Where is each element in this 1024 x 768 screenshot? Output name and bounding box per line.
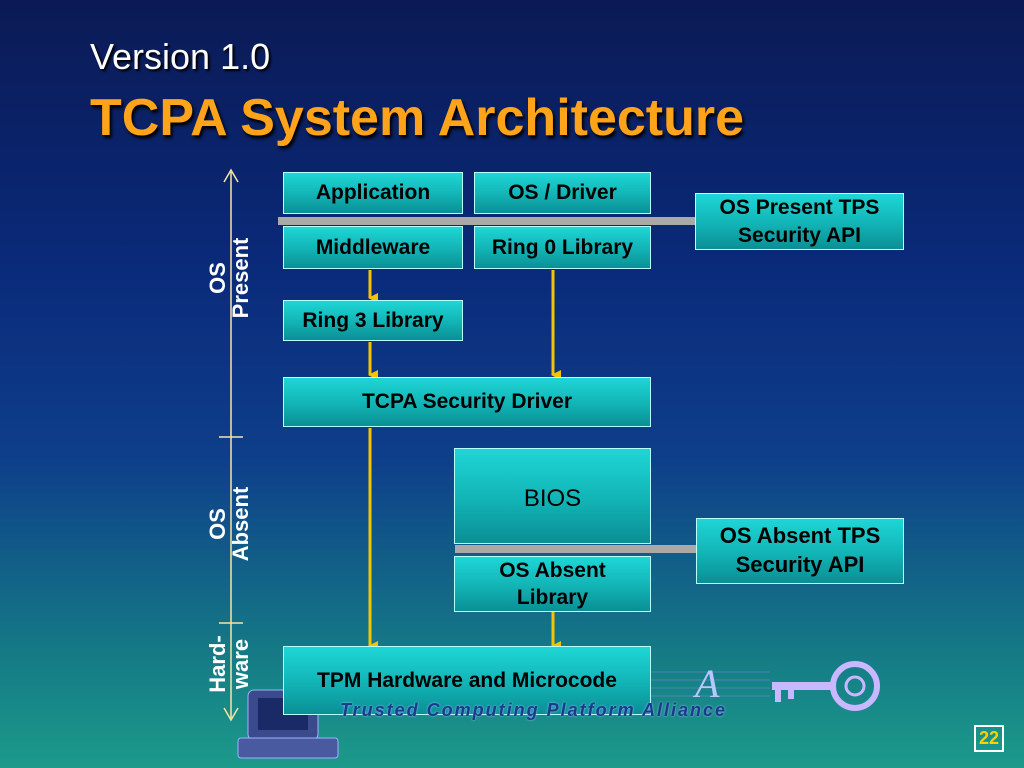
layer-label-line: ware	[228, 638, 254, 690]
box-os-present-tps-api: OS Present TPS Security API	[695, 193, 904, 250]
box-tcpa-security-driver: TCPA Security Driver	[283, 377, 651, 427]
box-ring0-library: Ring 0 Library	[474, 226, 651, 269]
box-tpm-hardware: TPM Hardware and Microcode	[283, 646, 651, 715]
box-middleware: Middleware	[283, 226, 463, 269]
box-os-absent-tps-api: OS Absent TPS Security API	[696, 518, 904, 584]
box-os-absent-library: OS Absent Library	[454, 556, 651, 612]
decor-lines	[650, 671, 770, 697]
os-present-bus-bar	[278, 217, 696, 225]
layer-label-line: Absent	[228, 486, 254, 562]
layer-label-line: Hard-	[205, 635, 230, 693]
alliance-logo: A	[695, 661, 720, 706]
box-ring3-library: Ring 3 Library	[283, 300, 463, 341]
layer-label-hardware: Hard- ware	[205, 619, 266, 709]
slide-subtitle: Version 1.0	[90, 36, 271, 77]
slide-title: TCPA System Architecture	[90, 89, 745, 147]
key-icon	[772, 661, 880, 711]
layer-scale	[219, 168, 243, 722]
layer-label-os-absent: OS Absent	[205, 464, 266, 584]
layer-label-os-present: OS Present	[205, 218, 266, 338]
layer-label-line: OS	[205, 508, 230, 540]
box-application: Application	[283, 172, 463, 214]
page-number: 22	[973, 725, 1004, 752]
layer-label-line: OS	[205, 262, 230, 294]
box-os-driver: OS / Driver	[474, 172, 651, 214]
alliance-banner: Trusted Computing Platform Alliance	[340, 700, 728, 720]
box-bios: BIOS	[454, 448, 651, 544]
layer-label-line: Present	[228, 237, 254, 319]
os-absent-bus-bar	[455, 545, 697, 553]
